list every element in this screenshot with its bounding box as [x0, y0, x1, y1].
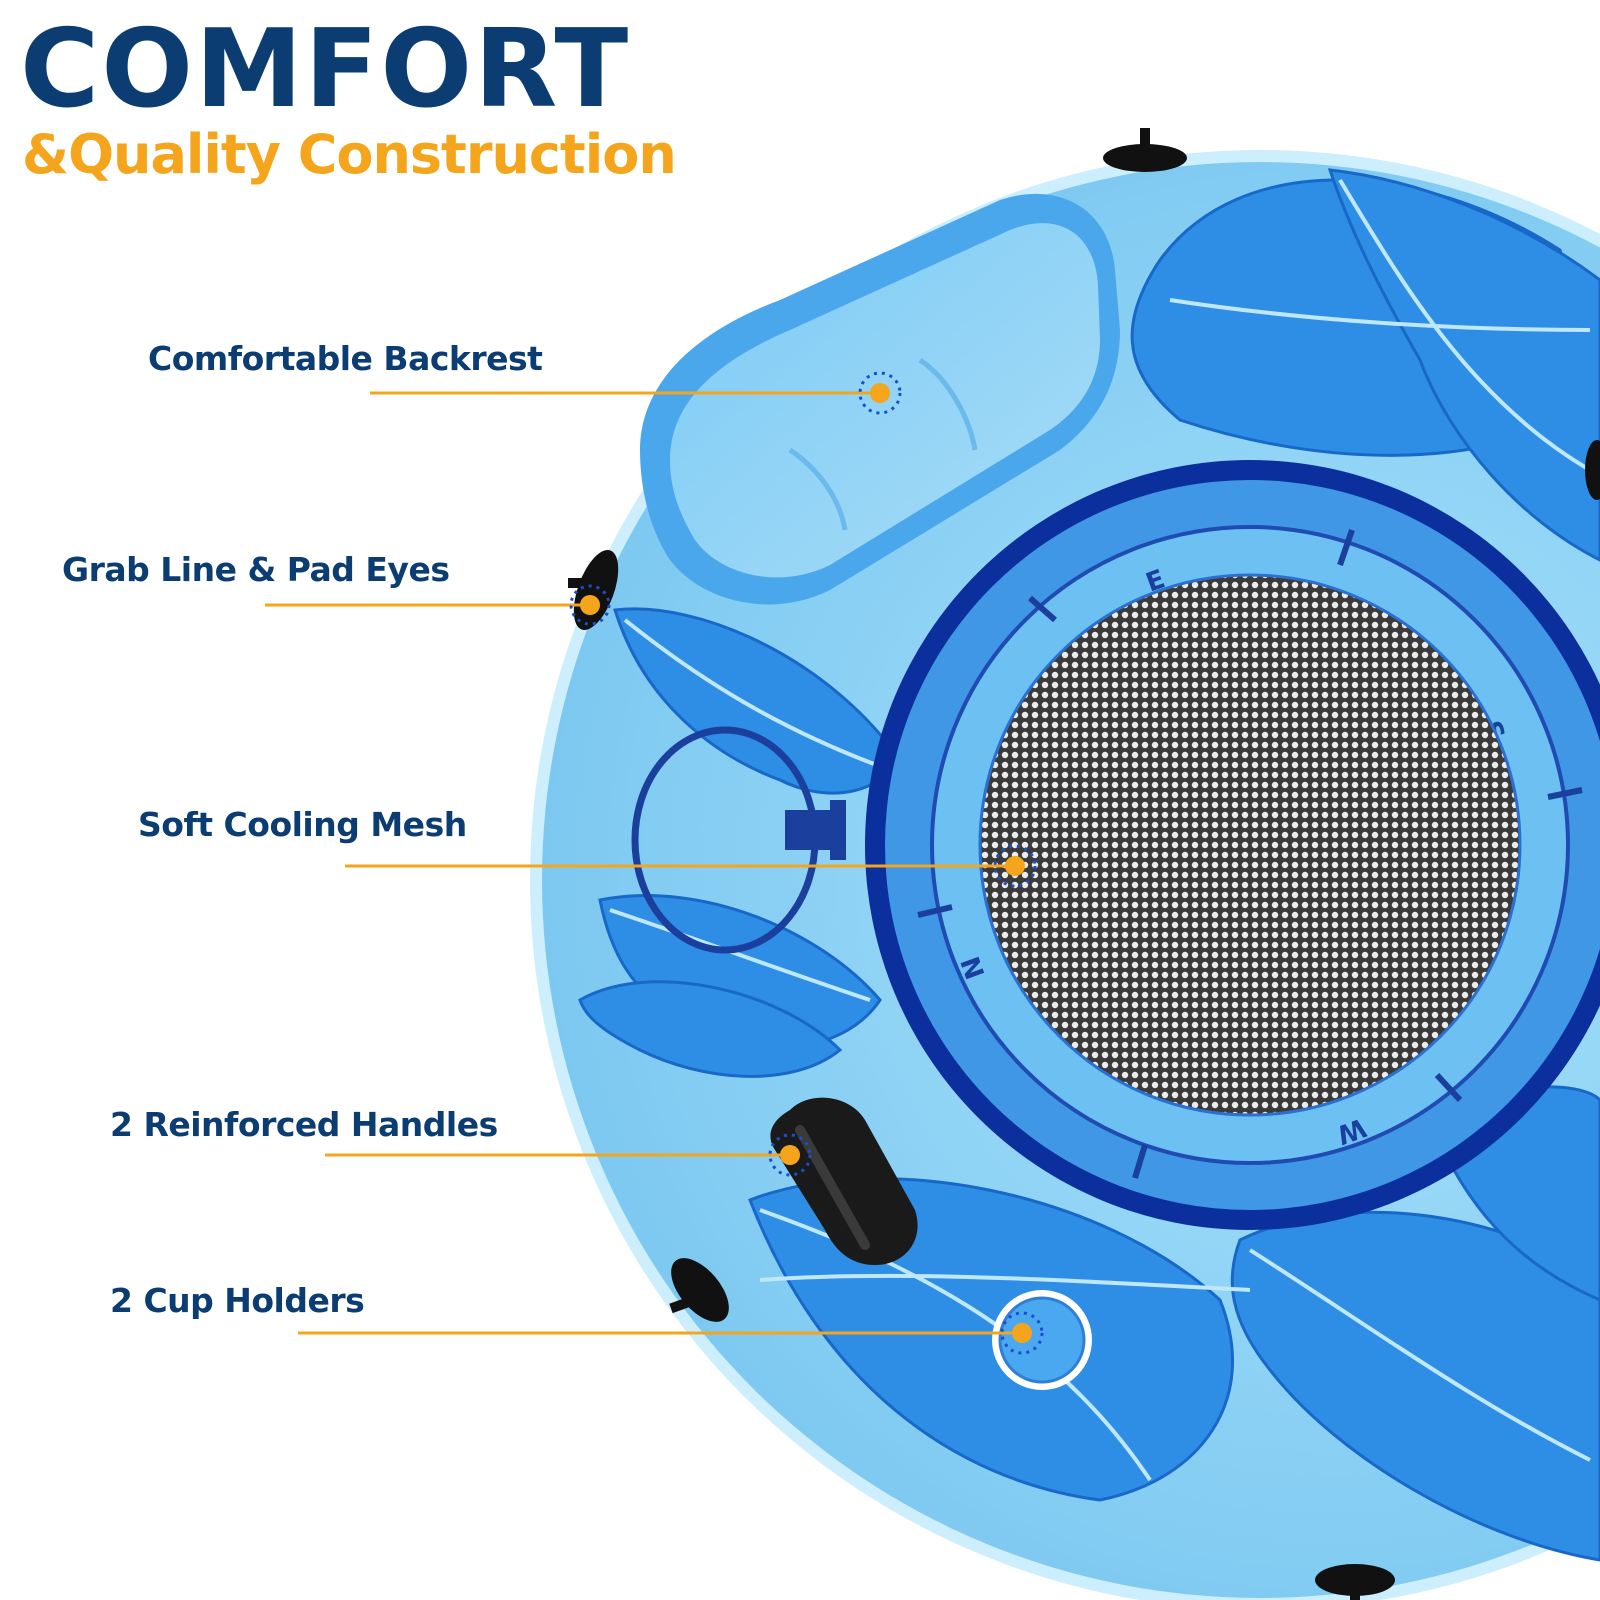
feature-label-cup-holders: 2 Cup Holders	[110, 1281, 365, 1320]
inner-ring-line	[930, 525, 1570, 1165]
feature-label-grab-line: Grab Line & Pad Eyes	[62, 550, 450, 589]
page-title: COMFORT	[20, 7, 631, 132]
feature-label-mesh: Soft Cooling Mesh	[138, 805, 467, 844]
pad-eye-bottom-right	[1315, 1564, 1395, 1600]
pad-eye-right-edge	[1585, 440, 1600, 500]
marker-mesh	[993, 844, 1037, 888]
grab-line	[631, 726, 846, 954]
pad-eye-top	[1103, 128, 1187, 172]
leaf-bottom-left	[578, 980, 843, 1078]
mesh-seat	[980, 575, 1520, 1115]
reinforced-handle	[770, 1097, 918, 1265]
leaf-veins	[609, 178, 1592, 1482]
cup-holder	[992, 1290, 1092, 1390]
feature-label-handles: 2 Reinforced Handles	[110, 1105, 498, 1144]
marker-grab-line	[569, 584, 611, 626]
marker-handles	[768, 1133, 812, 1177]
feature-label-backrest: Comfortable Backrest	[148, 339, 543, 378]
pad-eye-bottom-left	[669, 1258, 729, 1322]
leader-lines	[265, 391, 1022, 1335]
compass-ticks	[917, 529, 1583, 1179]
page-subtitle: &Quality Construction	[22, 123, 677, 186]
marker-cup-holders	[1000, 1311, 1044, 1355]
marker-backrest	[858, 371, 902, 415]
